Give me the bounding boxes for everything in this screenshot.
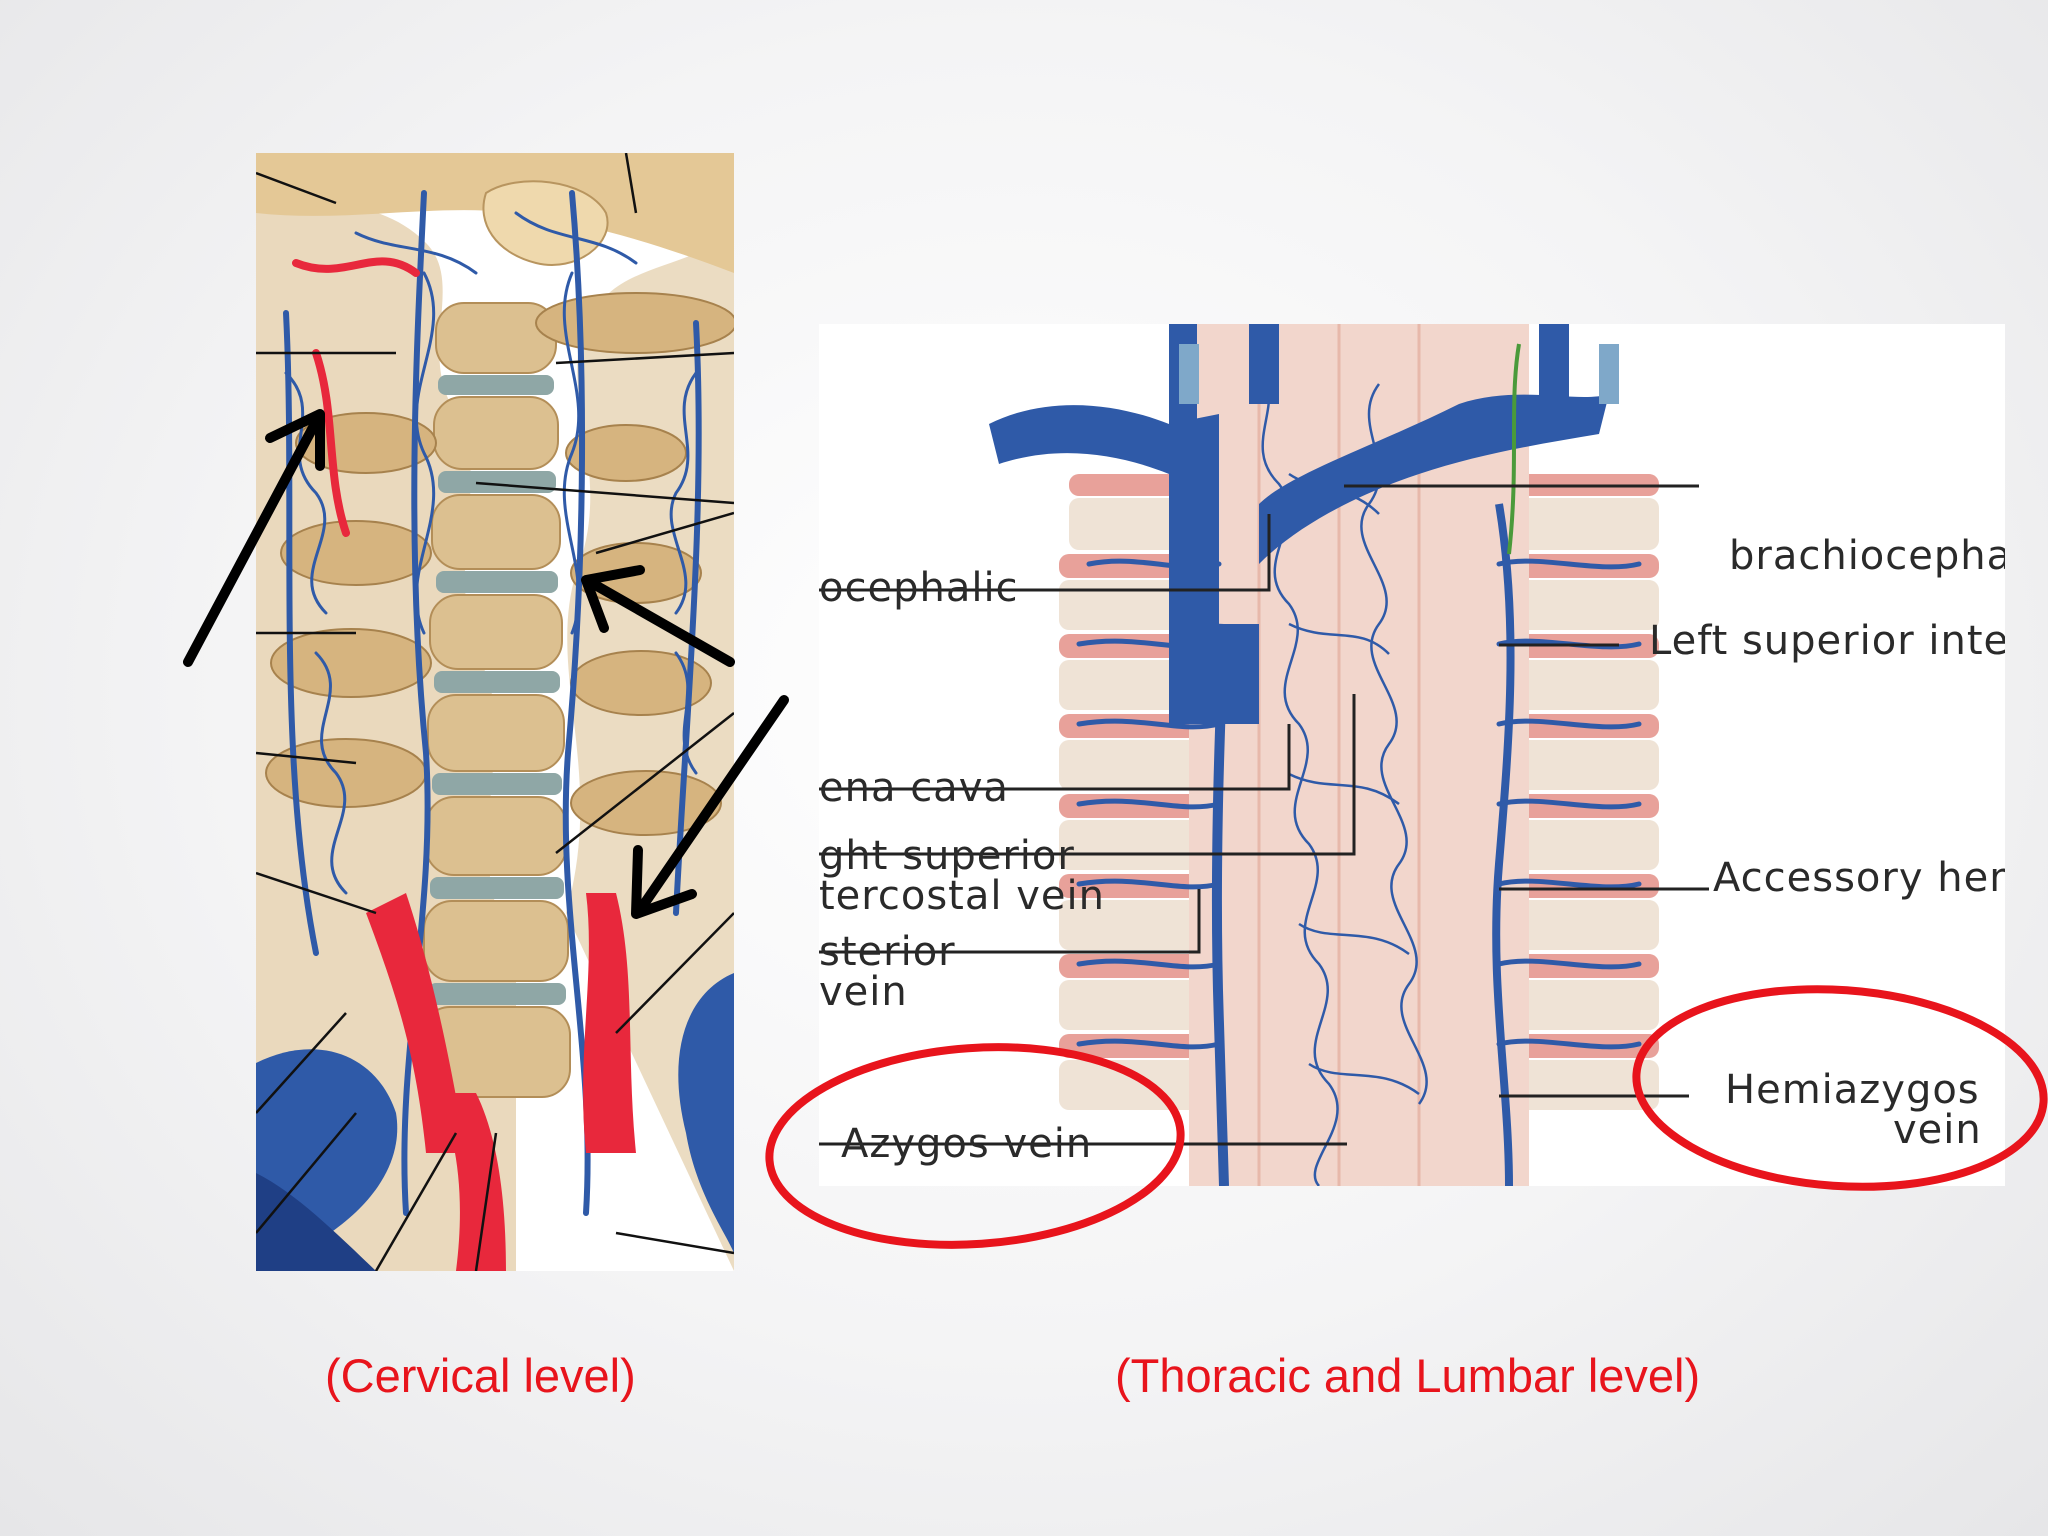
label-left-superior-intercostal: Left superior inte bbox=[1649, 618, 2005, 664]
label-hemiazygos-2: vein bbox=[1893, 1107, 1982, 1153]
thoracic-veins-illustration bbox=[819, 324, 1709, 1186]
arrow-icon bbox=[581, 565, 735, 667]
caption-thoracic-lumbar-level: (Thoracic and Lumbar level) bbox=[1115, 1349, 1701, 1402]
cervical-spine-image bbox=[256, 153, 734, 1271]
label-right-superior-intercostal-2: tercostal vein bbox=[819, 873, 1105, 919]
label-hemiazygos-1: Hemiazygos bbox=[1725, 1067, 1980, 1113]
label-brachiocephalic-left: ocephalic bbox=[819, 565, 1019, 611]
azygos-highlight-circle bbox=[765, 1043, 1185, 1249]
label-posterior-1: sterior bbox=[819, 929, 956, 975]
label-brachiocephalic-right: brachiocepha bbox=[1729, 533, 2005, 579]
label-right-superior-intercostal-1: ght superior bbox=[819, 833, 1075, 879]
label-vena-cava: ena cava bbox=[819, 765, 1009, 811]
label-posterior-2: vein bbox=[819, 969, 908, 1015]
cervical-spine-illustration bbox=[256, 153, 734, 1271]
arrow-icon bbox=[183, 409, 325, 667]
thoracic-lumbar-image: ocephalic brachiocepha Left superior int… bbox=[819, 324, 2005, 1186]
label-accessory-hemiazygos: Accessory hem bbox=[1713, 855, 2005, 901]
label-azygos-vein: Azygos vein bbox=[841, 1121, 1093, 1167]
arrow-icon bbox=[631, 695, 789, 919]
hemiazygos-highlight-circle bbox=[1632, 985, 2048, 1191]
caption-cervical-level: (Cervical level) bbox=[325, 1349, 636, 1402]
